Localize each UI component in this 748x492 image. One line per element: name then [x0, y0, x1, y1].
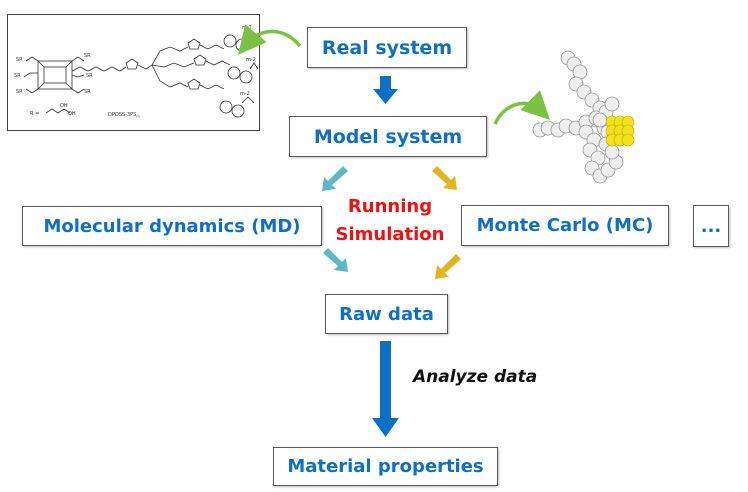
- bead: [604, 96, 620, 112]
- bead: [592, 112, 608, 128]
- repeat-label: m-2: [240, 91, 250, 97]
- model-system-node: Model system: [289, 116, 487, 157]
- substituent-label: SR: [84, 53, 91, 59]
- running-line-1: Running: [347, 196, 433, 217]
- compound-label: DPOSS-3PSm: [108, 112, 140, 119]
- running-line-2: Simulation: [335, 224, 445, 245]
- arrow-raw-to-material: [372, 341, 399, 437]
- raw-data-node: Raw data: [325, 294, 448, 334]
- arrow-real-to-model: [373, 76, 398, 104]
- substituent-label: SR: [16, 89, 23, 95]
- chemical-structure-image: SR SR SR SR SR SR m-2 m-2 m-2 R = OH OH …: [7, 14, 260, 131]
- green-curve-arrow-model-to-molecule: [493, 90, 550, 125]
- analyze-data-label: Analyze data: [413, 367, 538, 387]
- gold-arrow-mc-to-raw: [435, 254, 461, 279]
- material-properties-node: Material properties: [273, 447, 498, 486]
- running-simulation-label: Running Simulation: [330, 193, 450, 249]
- substituent-label: SR: [14, 73, 21, 79]
- gold-arrow-model-to-mc: [432, 166, 457, 190]
- teal-arrow-md-to-raw: [323, 248, 348, 272]
- molecular-model-image: [532, 50, 635, 184]
- oh-label: OH: [60, 103, 68, 109]
- real-system-label: Real system: [321, 36, 453, 59]
- monte-carlo-node: Monte Carlo (MC): [461, 205, 669, 246]
- substituent-label: SR: [16, 57, 23, 63]
- cage-bead: [621, 133, 635, 147]
- r-group-label: R =: [30, 111, 39, 117]
- more-methods-node: ...: [693, 205, 729, 247]
- raw-data-label: Raw data: [339, 303, 434, 325]
- material-properties-label: Material properties: [287, 456, 484, 477]
- green-curve-arrow-real-to-structure: [238, 24, 302, 55]
- real-system-node: Real system: [307, 27, 467, 68]
- bead: [604, 144, 620, 160]
- teal-arrow-model-to-md: [322, 166, 348, 191]
- molecular-dynamics-node: Molecular dynamics (MD): [22, 206, 322, 246]
- repeat-label: m-2: [246, 57, 256, 63]
- model-system-label: Model system: [313, 125, 463, 148]
- oh-label: OH: [68, 111, 76, 117]
- monte-carlo-label: Monte Carlo (MC): [476, 215, 654, 236]
- substituent-label: SR: [84, 89, 91, 95]
- molecular-dynamics-label: Molecular dynamics (MD): [43, 215, 301, 237]
- substituent-label: SR: [86, 73, 93, 79]
- more-methods-label: ...: [700, 215, 722, 237]
